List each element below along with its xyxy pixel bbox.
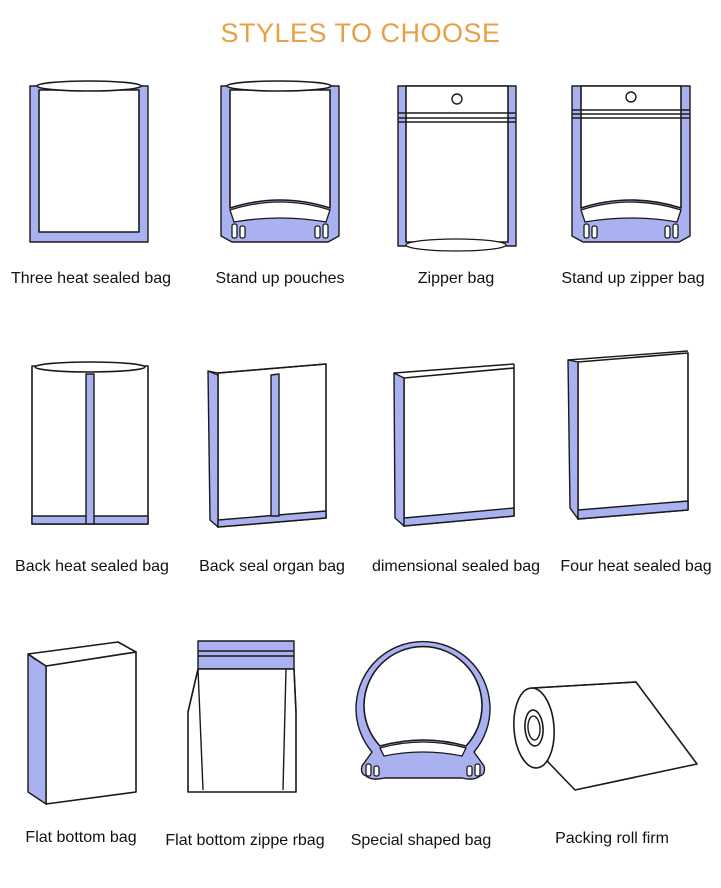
item-label: Special shaped bag [350, 832, 492, 849]
zipper-bag-icon [397, 85, 517, 252]
stand-up-zipper-bag-icon [571, 85, 691, 243]
item-label: Packing roll firm [555, 830, 669, 847]
organ-bag-icon [207, 363, 327, 528]
page-title: STYLES TO CHOOSE [220, 18, 501, 48]
item-label: Four heat sealed bag [560, 558, 712, 575]
item-label: Back seal organ bag [199, 558, 345, 575]
item-label: Back heat sealed bag [15, 558, 169, 575]
item-label: Stand up pouches [215, 270, 345, 287]
three-side-seal-bag-icon [29, 80, 149, 243]
item-label: Stand up zipper bag [561, 270, 705, 287]
item-label: Flat bottom bag [25, 829, 137, 846]
item-label: Three heat sealed bag [10, 270, 172, 287]
item-label: dimensional sealed bag [371, 558, 541, 575]
four-side-seal-bag-icon [567, 350, 689, 520]
back-seal-bag-icon [31, 361, 149, 525]
item-label: Zipper bag [417, 270, 495, 287]
dimensional-bag-icon [393, 363, 515, 527]
item-label: Flat bottom zippe rbag [165, 832, 325, 849]
stand-up-pouch-icon [220, 80, 340, 243]
